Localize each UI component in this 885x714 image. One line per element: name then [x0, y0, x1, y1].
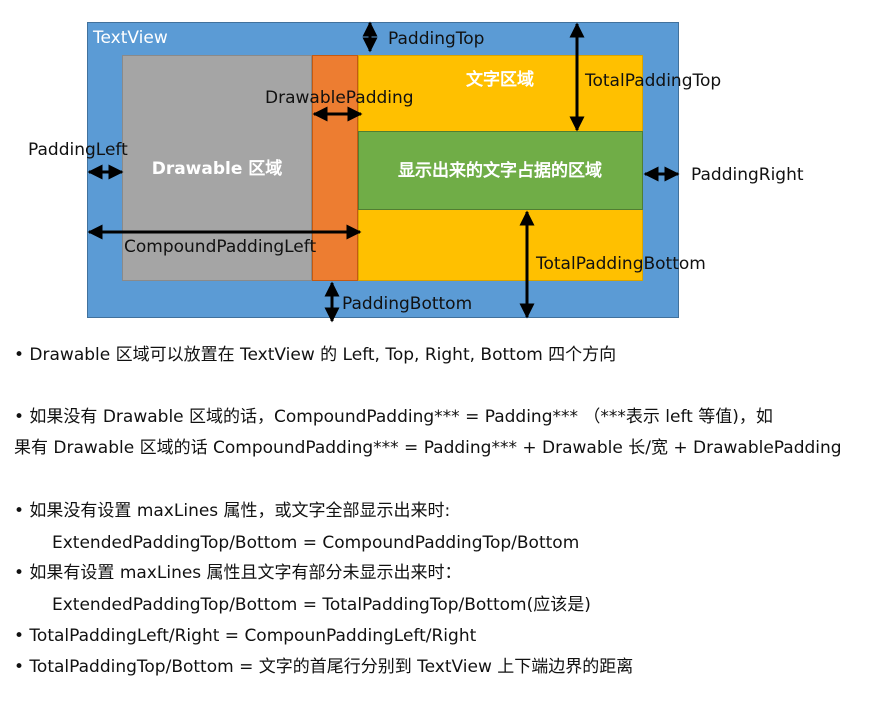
- compound-padding-left-label: CompoundPaddingLeft: [124, 237, 317, 257]
- textview-label: TextView: [93, 28, 168, 48]
- note-line-4: • 如果有设置 maxLines 属性且文字有部分未显示出来时：: [14, 563, 462, 583]
- padding-left-label: PaddingLeft: [28, 140, 128, 160]
- padding-top-label: PaddingTop: [388, 29, 485, 49]
- drawable-padding-label: DrawablePadding: [265, 88, 414, 108]
- arrows-layer: [87, 21, 680, 323]
- note-line-2a: • 如果没有 Drawable 区域的话，CompoundPadding*** …: [14, 407, 773, 427]
- note-line-5: • TotalPaddingLeft/Right = CompounPaddin…: [14, 626, 477, 646]
- total-padding-top-label: TotalPaddingTop: [585, 71, 722, 91]
- note-line-4b: ExtendedPaddingTop/Bottom = TotalPadding…: [52, 595, 591, 615]
- note-line-3: • 如果没有设置 maxLines 属性，或文字全部显示出来时:: [14, 501, 451, 521]
- note-line-6: • TotalPaddingTop/Bottom = 文字的首尾行分别到 Tex…: [14, 657, 634, 677]
- note-line-1: • Drawable 区域可以放置在 TextView 的 Left, Top,…: [14, 345, 617, 365]
- padding-right-label: PaddingRight: [691, 165, 804, 185]
- note-line-2b: 果有 Drawable 区域的话 CompoundPadding*** = Pa…: [14, 438, 842, 458]
- drawable-area-label: Drawable 区域: [151, 159, 283, 179]
- drawable-padding-box: [312, 55, 358, 281]
- displayed-text-box: [358, 131, 643, 210]
- text-area-label: 文字区域: [466, 70, 534, 90]
- total-padding-bottom-label: TotalPaddingBottom: [536, 254, 706, 274]
- displayed-text-label: 显示出来的文字占据的区域: [398, 161, 602, 181]
- textview-padding-diagram: TextView Drawable 区域 文字区域 显示出来的文字占据的区域 P…: [0, 0, 885, 330]
- padding-bottom-label: PaddingBottom: [342, 294, 473, 314]
- note-line-3b: ExtendedPaddingTop/Bottom = CompoundPadd…: [52, 533, 580, 553]
